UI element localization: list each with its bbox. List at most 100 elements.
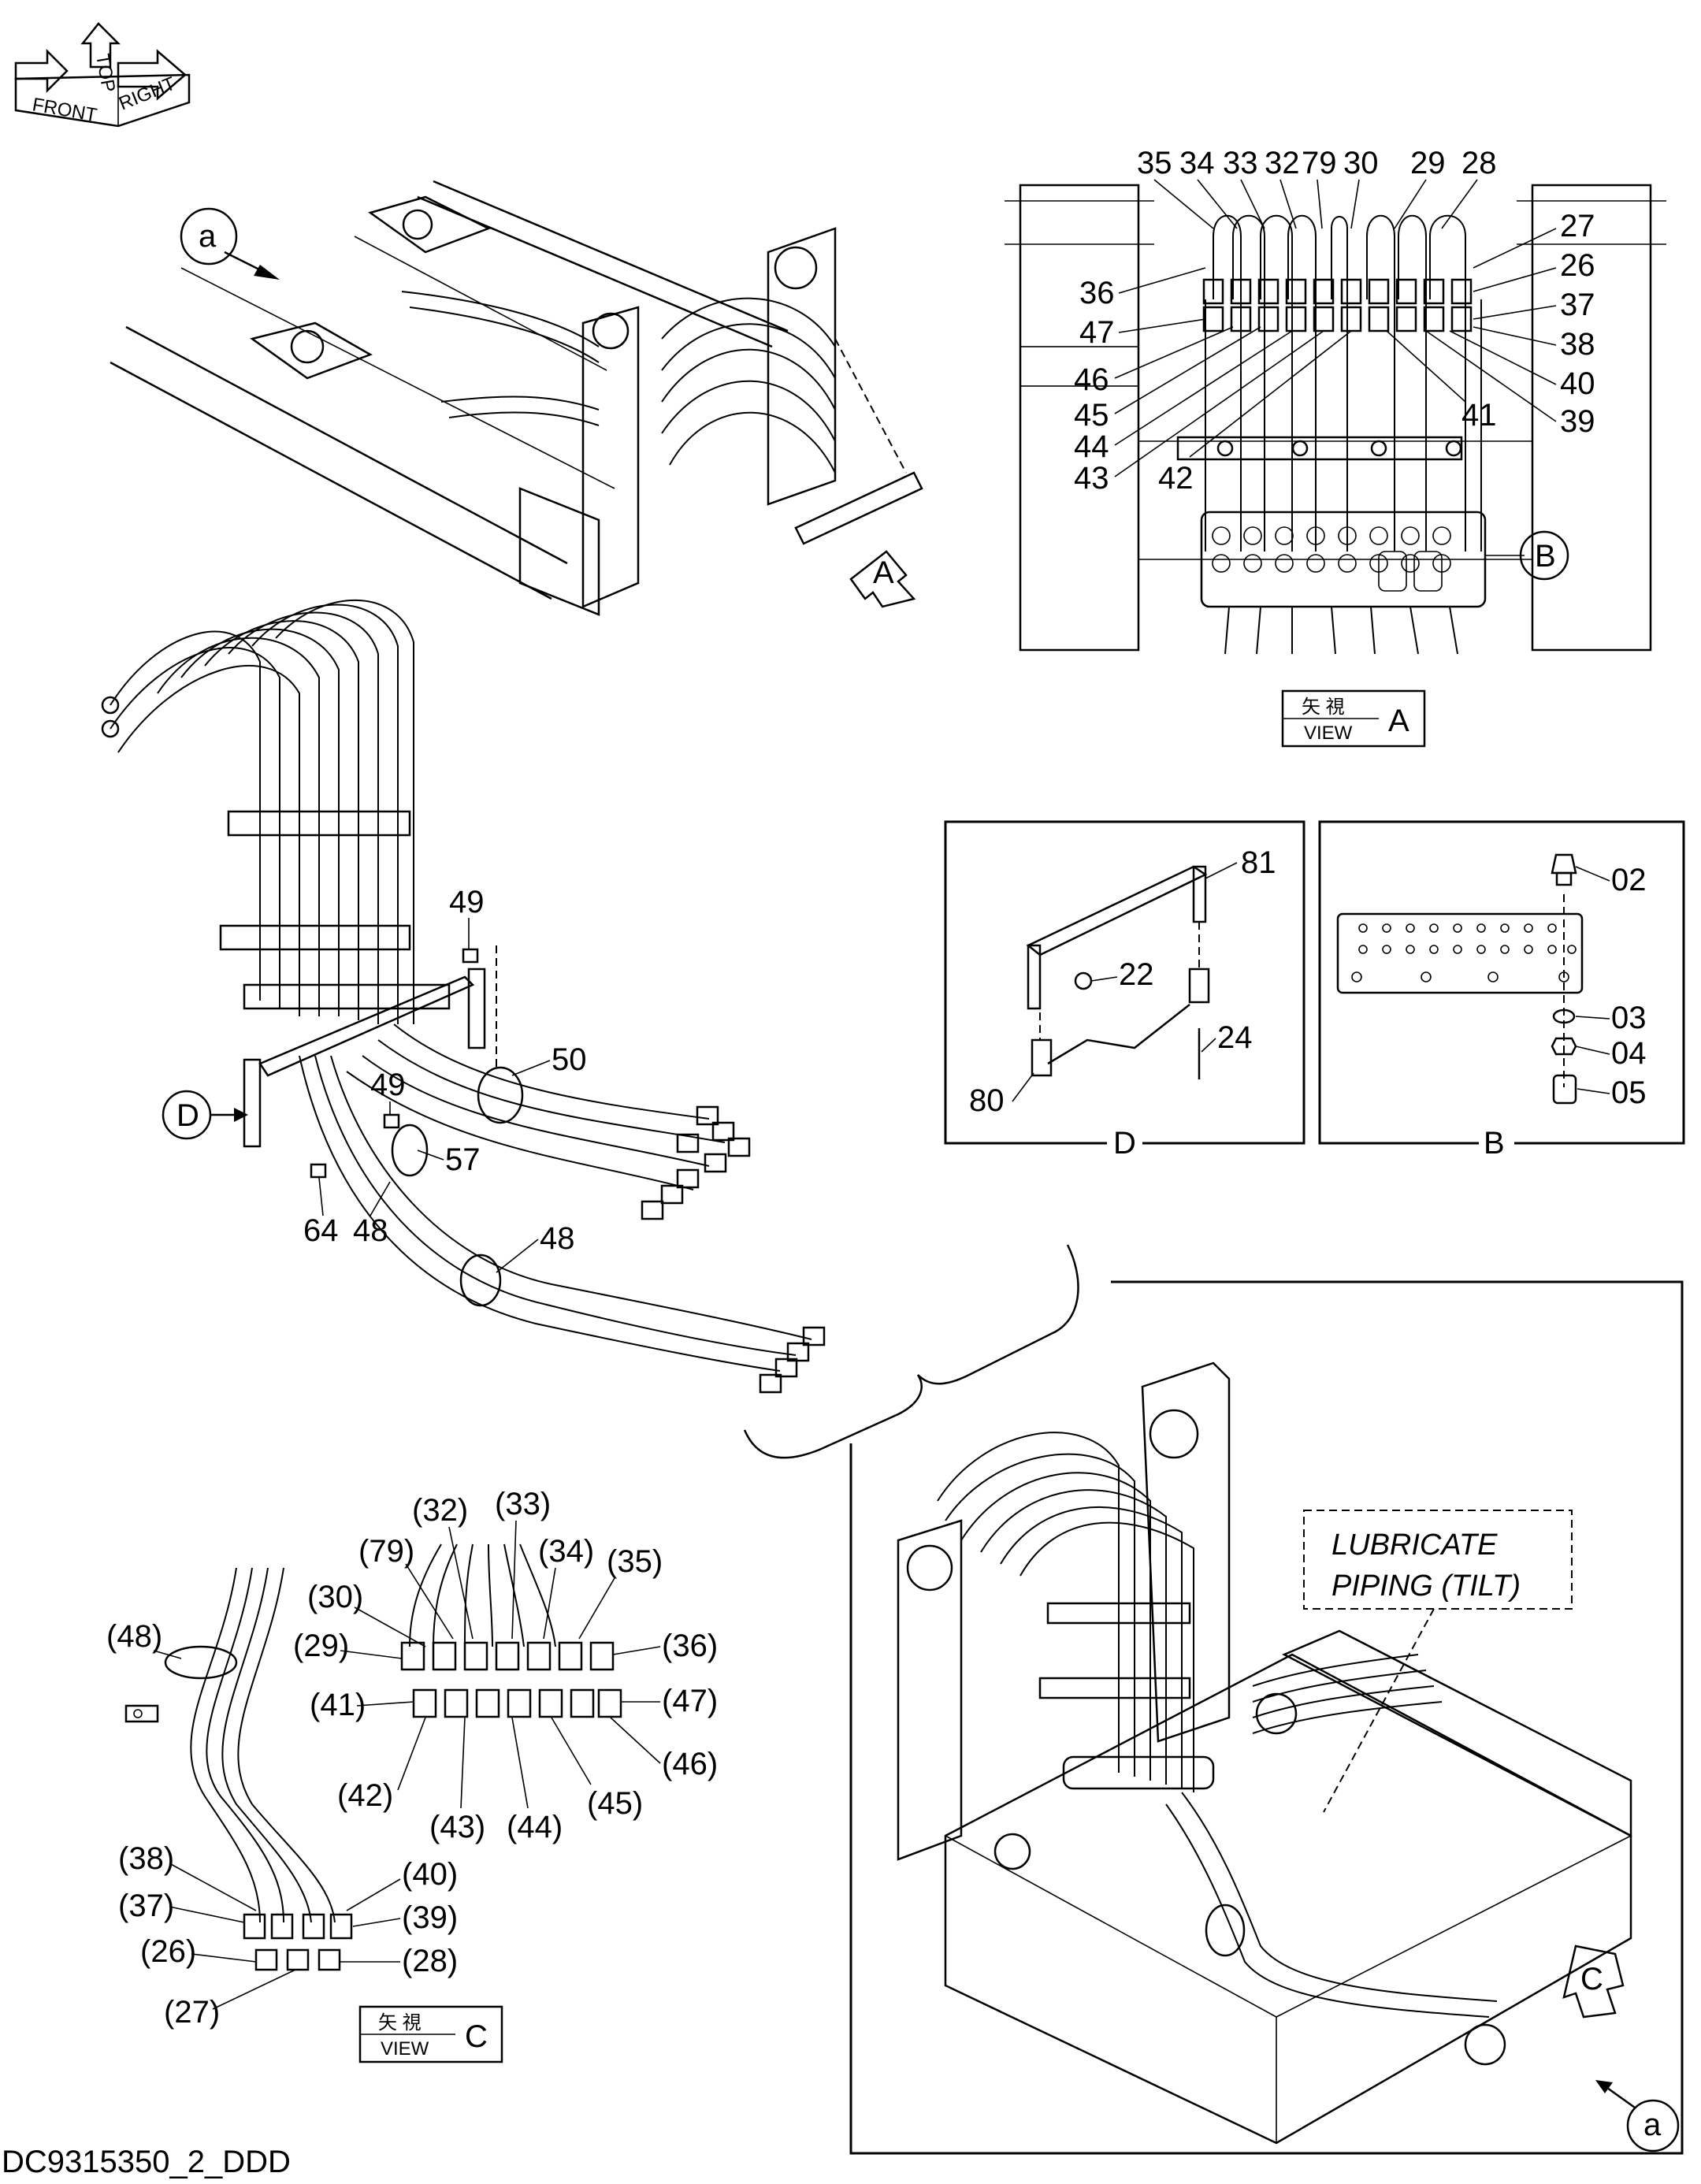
view-a-label-46: 46 <box>1074 362 1109 397</box>
view-a-label-42: 42 <box>1158 461 1194 496</box>
view-a-letter: A <box>1388 704 1409 738</box>
exploded-callout-d: D <box>176 1098 199 1133</box>
view-a-label-41: 41 <box>1461 398 1497 433</box>
view-c-label-45: (45) <box>587 1786 643 1821</box>
view-a-kanji: 矢 視 <box>1302 696 1345 718</box>
inset-panel: LUBRICATE PIPING (TILT) C a <box>743 1244 1684 2155</box>
view-a-fittings-top-row <box>1202 278 1473 305</box>
view-a-label-79: 79 <box>1302 146 1337 180</box>
exploded-label-48-clamp: 48 <box>540 1221 575 1256</box>
view-a-view-word: VIEW <box>1304 722 1353 744</box>
view-c-fittings-lower-cluster <box>243 1913 353 1971</box>
view-c-label-38: (38) <box>118 1841 174 1876</box>
view-c-label-30: (30) <box>307 1580 363 1614</box>
detail-d-frame-label: D <box>1113 1126 1136 1161</box>
view-a-label-45: 45 <box>1074 398 1109 433</box>
exploded-label-57: 57 <box>445 1142 481 1177</box>
view-a-label-29: 29 <box>1410 146 1446 180</box>
view-a-callout-b: B <box>1535 539 1556 574</box>
exploded-label-64: 64 <box>303 1213 339 1248</box>
detail-b-label-04: 04 <box>1611 1036 1647 1071</box>
view-c-label-41: (41) <box>310 1688 366 1722</box>
view-a-manifold-ports <box>1212 526 1451 592</box>
view-c-label-44: (44) <box>507 1810 563 1844</box>
view-c-hoses <box>190 1543 556 1923</box>
inset-callout-a: a <box>1643 2108 1662 2142</box>
view-a-label-38: 38 <box>1560 327 1595 362</box>
view-c-label-32: (32) <box>412 1493 468 1528</box>
exploded-label-48-lower: 48 <box>353 1213 388 1248</box>
view-c-label-26: (26) <box>140 1934 196 1969</box>
overview-callout-a: a <box>199 219 217 254</box>
view-a-panel: B 35 34 33 32 79 30 29 28 27 26 37 38 40… <box>1005 146 1666 748</box>
detail-d-label-81: 81 <box>1241 845 1276 880</box>
inset-note-line1: LUBRICATE <box>1331 1528 1498 1562</box>
exploded-fitting-group-lower <box>759 1326 826 1394</box>
view-c-label-35: (35) <box>607 1544 663 1579</box>
view-c-label-43: (43) <box>429 1810 485 1844</box>
exploded-label-50: 50 <box>552 1042 587 1077</box>
exploded-fitting-group-upper <box>641 1105 751 1220</box>
view-c-label-48: (48) <box>106 1619 162 1654</box>
view-c-label-39: (39) <box>402 1900 458 1935</box>
view-c-kanji: 矢 視 <box>378 2012 422 2034</box>
inset-view-arrow-c: C <box>1580 1962 1603 1996</box>
view-a-label-40: 40 <box>1560 366 1595 401</box>
badge-front-label: FRONT <box>31 94 98 126</box>
view-a-label-39: 39 <box>1560 404 1595 439</box>
detail-d-label-22: 22 <box>1119 957 1154 992</box>
badge-top-label: TOP <box>91 52 119 94</box>
view-a-fittings-bottom-row <box>1202 306 1473 332</box>
drawing-code: DC9315350_2_DDD <box>2 2145 291 2179</box>
view-c-label-36: (36) <box>662 1629 718 1663</box>
view-c-label-28: (28) <box>402 1944 458 1978</box>
view-a-label-33: 33 <box>1223 146 1258 180</box>
exploded-hose-assembly: D 49 50 49 57 64 48 48 <box>101 599 826 1394</box>
view-a-label-26: 26 <box>1560 248 1595 283</box>
view-c-view-word: VIEW <box>381 2038 429 2060</box>
view-c-letter: C <box>465 2019 488 2054</box>
detail-d-label-80: 80 <box>969 1083 1005 1118</box>
exploded-label-49-mid: 49 <box>370 1068 406 1102</box>
view-c-fittings-bottom-row <box>412 1688 622 1718</box>
view-c-label-79: (79) <box>358 1534 414 1569</box>
orientation-badge: FRONT TOP RIGHT <box>14 22 191 128</box>
view-c-label-46: (46) <box>662 1747 718 1781</box>
exploded-label-49-top: 49 <box>449 885 485 919</box>
detail-d-panel: D 81 22 24 80 <box>944 820 1305 1161</box>
view-a-label-35: 35 <box>1137 146 1172 180</box>
view-a-label-37: 37 <box>1560 288 1595 322</box>
exploded-hose-bundle <box>110 599 812 1372</box>
detail-b-panel: B 02 03 04 05 <box>1318 820 1685 1161</box>
view-c-label-42: (42) <box>337 1778 393 1813</box>
detail-b-plate-holes <box>1351 923 1577 982</box>
view-a-label-32: 32 <box>1265 146 1300 180</box>
view-c-label-37: (37) <box>118 1889 174 1923</box>
view-c-label-29: (29) <box>293 1629 349 1663</box>
inset-note-line2: PIPING (TILT) <box>1331 1569 1521 1603</box>
overview-view-arrow-a: A <box>873 555 894 590</box>
view-a-label-28: 28 <box>1461 146 1497 180</box>
overview-isometric: a A <box>110 180 923 616</box>
view-a-label-30: 30 <box>1343 146 1379 180</box>
view-a-label-36: 36 <box>1079 276 1115 310</box>
view-c-label-40: (40) <box>402 1857 458 1892</box>
view-c-label-34: (34) <box>538 1534 594 1569</box>
view-a-label-47: 47 <box>1079 315 1115 350</box>
view-a-hose-bends <box>1205 214 1482 552</box>
inset-hose-bundle <box>937 1432 1498 2018</box>
view-c-fittings-top-row <box>400 1641 615 1671</box>
detail-b-label-03: 03 <box>1611 1001 1647 1035</box>
view-c-label-33: (33) <box>495 1487 551 1521</box>
detail-b-label-02: 02 <box>1611 863 1647 897</box>
detail-b-label-05: 05 <box>1611 1075 1647 1110</box>
view-c-label-27: (27) <box>164 1995 220 2030</box>
view-a-label-43: 43 <box>1074 461 1109 496</box>
detail-b-frame-label: B <box>1484 1126 1505 1161</box>
detail-d-label-24: 24 <box>1217 1020 1253 1055</box>
view-a-label-44: 44 <box>1074 429 1109 464</box>
view-c-label-47: (47) <box>662 1684 718 1718</box>
view-c-panel: (48) (32) (33) (79) (34) (35) (30) (29) … <box>106 1487 718 2063</box>
view-a-label-34: 34 <box>1179 146 1215 180</box>
